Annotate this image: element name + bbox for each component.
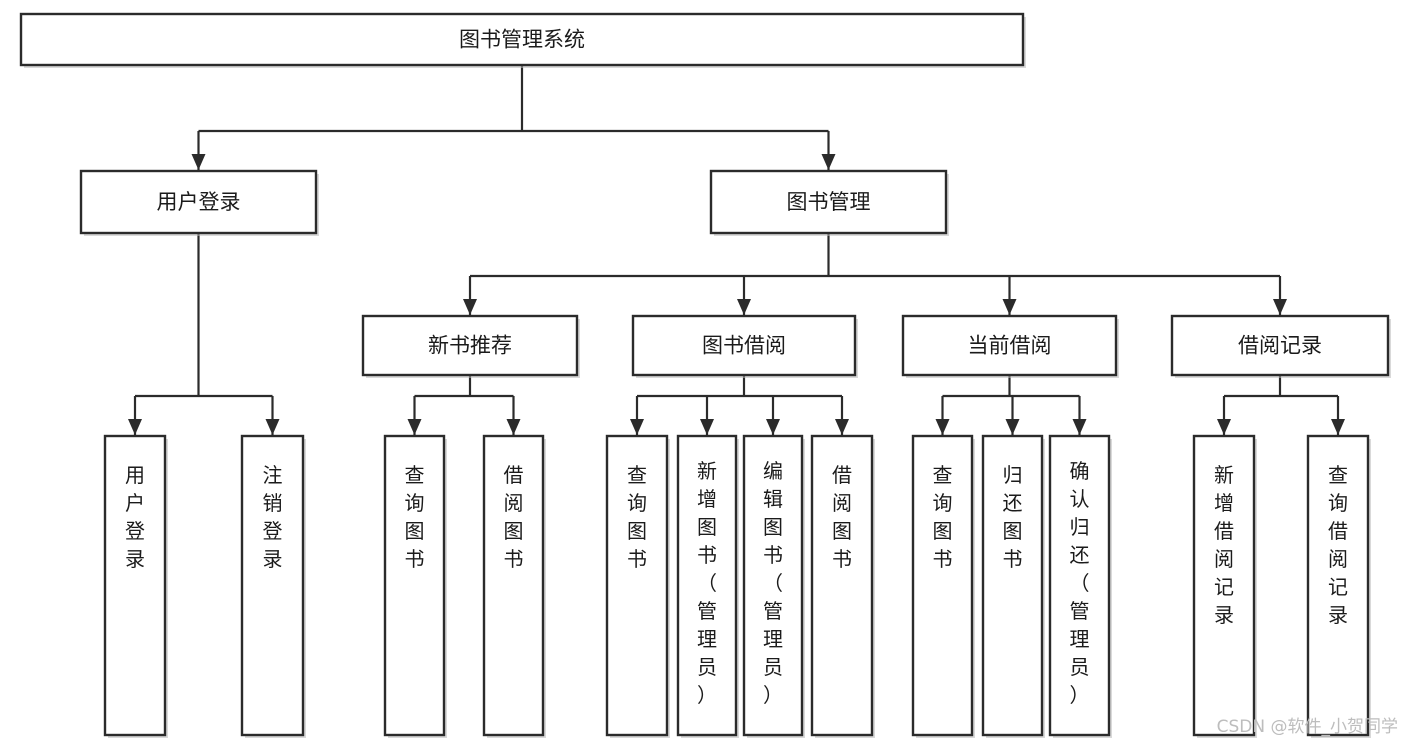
- node-label: 当前借阅: [968, 334, 1052, 358]
- connector-arrow-icon: [835, 419, 849, 435]
- node-rect[interactable]: [911, 434, 974, 737]
- connector-arrow-icon: [407, 419, 422, 435]
- node-label: 图书借阅: [702, 334, 786, 358]
- node-rect[interactable]: [482, 434, 545, 737]
- node-cb-return-book[interactable]: 归还图书: [981, 434, 1045, 738]
- node-label: 借阅图书: [504, 463, 524, 571]
- node-rect[interactable]: [709, 169, 948, 235]
- node-label: 查询借阅记录: [1328, 463, 1348, 627]
- node-bb-edit-book-admin[interactable]: 编辑图书（管理员）: [742, 434, 805, 738]
- node-bb-query-book[interactable]: 查询图书: [605, 434, 670, 738]
- node-rect[interactable]: [383, 434, 446, 737]
- connector-arrow-icon: [1005, 419, 1020, 435]
- node-user-login-leaf[interactable]: 用户登录: [103, 434, 168, 738]
- connector-arrow-icon: [700, 419, 714, 435]
- connector-arrow-icon: [1331, 419, 1345, 435]
- node-nb-borrow-book[interactable]: 借阅图书: [482, 434, 546, 738]
- node-rect[interactable]: [981, 434, 1044, 737]
- connector-arrow-icon: [191, 154, 206, 170]
- connector-arrow-icon: [737, 299, 751, 315]
- connector-arrow-icon: [128, 419, 142, 435]
- nodes-layer: 图书管理系统用户登录用户登录注销登录图书管理新书推荐查询图书借阅图书图书借阅查询…: [19, 12, 1391, 738]
- connector-arrow-icon: [1002, 299, 1017, 315]
- connector-arrow-icon: [630, 419, 644, 435]
- node-user-logout-leaf[interactable]: 注销登录: [240, 434, 306, 738]
- node-cb-confirm-return-admin[interactable]: 确认归还（管理员）: [1048, 434, 1112, 738]
- node-cb-query-book[interactable]: 查询图书: [911, 434, 975, 738]
- node-label: 查询图书: [627, 463, 647, 571]
- node-rect[interactable]: [240, 434, 305, 737]
- connector-arrow-icon: [463, 299, 477, 315]
- node-label: 图书管理: [787, 190, 871, 214]
- node-book-management[interactable]: 图书管理: [709, 169, 949, 236]
- node-label: 用户登录: [157, 190, 241, 214]
- node-rect[interactable]: [1192, 434, 1256, 737]
- node-rect[interactable]: [361, 314, 579, 377]
- node-label: 用户登录: [125, 463, 145, 571]
- node-borrow-records[interactable]: 借阅记录: [1170, 314, 1391, 378]
- node-rect[interactable]: [676, 434, 738, 737]
- connector-arrow-icon: [1217, 419, 1231, 435]
- node-bb-borrow-book[interactable]: 借阅图书: [810, 434, 875, 738]
- node-book-borrow[interactable]: 图书借阅: [631, 314, 858, 378]
- node-label: 归还图书: [1003, 463, 1023, 571]
- node-bb-add-book-admin[interactable]: 新增图书（管理员）: [676, 434, 739, 738]
- node-rect[interactable]: [605, 434, 669, 737]
- node-label: 查询图书: [405, 463, 425, 571]
- connector-arrow-icon: [821, 154, 836, 170]
- node-label: 新增图书（管理员）: [697, 459, 717, 707]
- node-label: 借阅记录: [1238, 334, 1322, 358]
- node-label: 新增借阅记录: [1214, 463, 1234, 627]
- connectors-layer: [128, 65, 1345, 435]
- node-rect[interactable]: [1306, 434, 1370, 737]
- node-label: 借阅图书: [832, 463, 852, 571]
- watermark-label: CSDN @软件_小贺同学: [1217, 717, 1398, 737]
- node-label: 新书推荐: [428, 334, 512, 358]
- node-nb-query-book[interactable]: 查询图书: [383, 434, 447, 738]
- node-new-book-recommend[interactable]: 新书推荐: [361, 314, 580, 378]
- node-rect[interactable]: [1048, 434, 1111, 737]
- node-label: 查询图书: [933, 463, 953, 571]
- connector-arrow-icon: [1072, 419, 1087, 435]
- connector-arrow-icon: [935, 419, 950, 435]
- node-rect[interactable]: [19, 12, 1025, 67]
- node-rect[interactable]: [631, 314, 857, 377]
- node-br-add-record[interactable]: 新增借阅记录: [1192, 434, 1257, 738]
- node-user-login[interactable]: 用户登录: [79, 169, 319, 236]
- node-label: 编辑图书（管理员）: [763, 459, 783, 707]
- node-br-query-record[interactable]: 查询借阅记录: [1306, 434, 1371, 738]
- node-current-borrow[interactable]: 当前借阅: [901, 314, 1119, 378]
- node-label: 注销登录: [263, 463, 283, 571]
- node-root[interactable]: 图书管理系统: [19, 12, 1026, 68]
- node-rect[interactable]: [79, 169, 318, 235]
- node-label: 图书管理系统: [459, 28, 585, 52]
- node-rect[interactable]: [901, 314, 1118, 377]
- node-rect[interactable]: [810, 434, 874, 737]
- node-rect[interactable]: [103, 434, 167, 737]
- connector-arrow-icon: [766, 419, 780, 435]
- connector-arrow-icon: [506, 419, 521, 435]
- node-rect[interactable]: [1170, 314, 1390, 377]
- node-rect[interactable]: [742, 434, 804, 737]
- connector-arrow-icon: [1273, 299, 1287, 315]
- connector-arrow-icon: [265, 419, 280, 435]
- node-label: 确认归还（管理员）: [1070, 459, 1090, 707]
